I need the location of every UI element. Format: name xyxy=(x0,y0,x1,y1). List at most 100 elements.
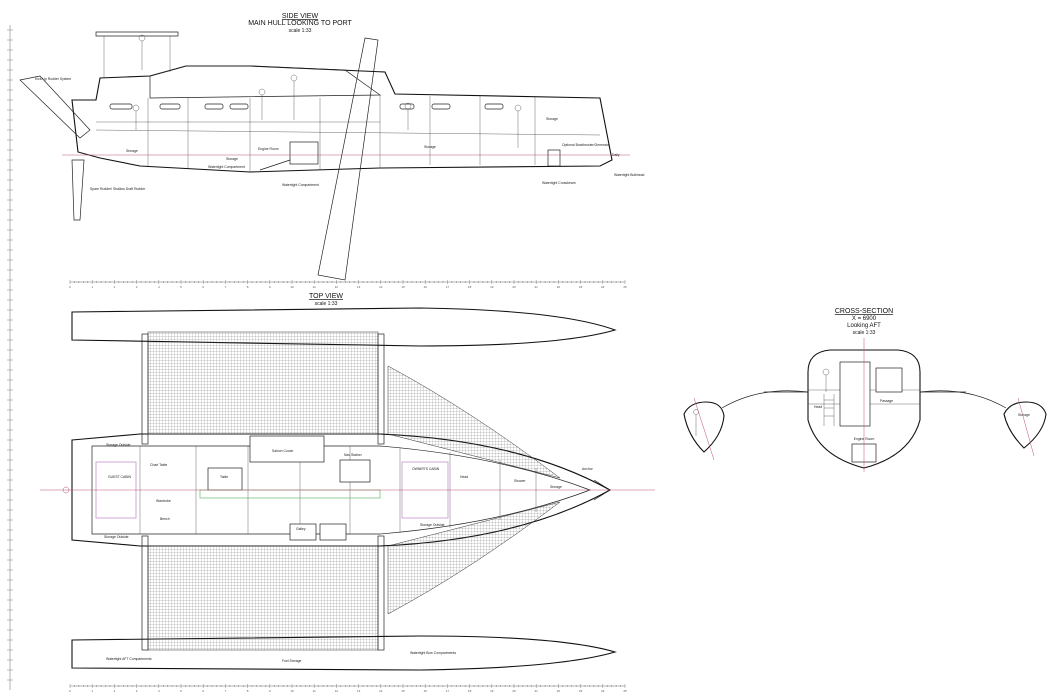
label-optional-pod: Optional Bowthruster/Generator xyxy=(562,143,611,147)
scale-tick-label: 24 xyxy=(601,285,605,289)
label-kick-up-rudder: Kick-Up Rudder System xyxy=(35,77,71,81)
scale-tick-label: 4 xyxy=(158,285,160,289)
side-rudder xyxy=(71,159,85,221)
label-anchor: Anchor xyxy=(582,467,594,471)
scale-tick-label: 15 xyxy=(401,689,405,693)
side-bulkheads xyxy=(147,95,536,172)
label-storage-mid: Storage xyxy=(226,157,238,161)
scale-tick-label: 24 xyxy=(601,689,605,693)
cross-stbd-beam xyxy=(919,390,1007,409)
label-spare-rudder: Spare Rudder/ Shallow Draft Rudder xyxy=(90,187,146,191)
label-nav-station: Nav Station xyxy=(344,453,362,457)
cross-port-float xyxy=(683,401,725,453)
scale-tick-label: 18 xyxy=(468,689,472,693)
top-saloon-table xyxy=(207,467,243,491)
label-storage-inside: Storage Outside xyxy=(420,523,445,527)
scale-tick-label: 5 xyxy=(180,285,182,289)
scale-tick-label: 12 xyxy=(335,689,339,693)
cross-main-hull xyxy=(807,349,921,469)
cross-section-drawing: Engine Room Storage Head Passage xyxy=(683,338,1047,472)
side-view-subtitle: MAIN HULL LOOKING TO PORT xyxy=(248,20,352,27)
side-hull-outline xyxy=(71,65,613,173)
scale-tick-label: 20 xyxy=(512,689,516,693)
scale-tick-label: 21 xyxy=(535,285,539,289)
label-table: Table xyxy=(220,475,228,479)
label-chart-table: Chart Table xyxy=(150,463,167,467)
top-nav-station xyxy=(339,459,371,483)
label-owners-cabin: OWNER'S CABIN xyxy=(412,467,440,471)
scale-tick-label: 14 xyxy=(379,285,383,289)
cross-section-title: CROSS-SECTION xyxy=(835,308,893,315)
scale-tick-label: 22 xyxy=(557,285,561,289)
top-port-float xyxy=(71,307,617,347)
side-bimini xyxy=(95,31,179,37)
top-saloon-couch xyxy=(249,435,325,463)
label-shower: Shower xyxy=(514,479,526,483)
label-storage-aft: Storage xyxy=(126,149,138,153)
side-figures xyxy=(132,34,522,148)
top-galley-sink xyxy=(319,523,347,541)
label-watertight-crossbeam: Watertight Crossbeam xyxy=(542,181,576,185)
scale-tick-label: 8 xyxy=(247,689,249,693)
label-fuel-storage: Fuel Storage xyxy=(282,659,302,663)
top-bow-fitting xyxy=(593,479,611,501)
scale-tick-label: 20 xyxy=(512,285,516,289)
scale-tick-label: 0 xyxy=(69,285,71,289)
scale-tick-label: 3 xyxy=(136,689,138,693)
side-engine xyxy=(289,141,319,165)
top-view-scale: scale 1:33 xyxy=(315,301,338,307)
side-portholes xyxy=(109,103,504,110)
label-daily: Daily xyxy=(612,153,620,157)
cross-section-x: X = 6900 xyxy=(852,316,877,322)
scale-tick-label: 6 xyxy=(202,689,204,693)
cross-section-looking: Looking AFT xyxy=(847,323,881,329)
scale-tick-label: 0 xyxy=(69,689,71,693)
side-view-drawing: Kick-Up Rudder System Storage Spare Rudd… xyxy=(19,31,645,281)
scale-tick-label: 25 xyxy=(623,285,627,289)
scale-tick-label: 9 xyxy=(269,285,271,289)
label-storage-bow-top: Storage xyxy=(550,485,562,489)
scale-tick-label: 1 xyxy=(91,689,93,693)
cross-section-scale: scale 1:33 xyxy=(853,330,876,336)
scale-tick-label: 15 xyxy=(401,285,405,289)
label-cross-storage: Storage xyxy=(1018,413,1030,417)
label-guest-cabin: GUEST CABIN xyxy=(108,475,131,479)
scale-tick-label: 14 xyxy=(379,689,383,693)
scale-tick-label: 6 xyxy=(202,285,204,289)
scale-tick-label: 2 xyxy=(114,689,116,693)
cross-storage-locker xyxy=(875,367,903,393)
scale-tick-label: 12 xyxy=(335,285,339,289)
scale-tick-label: 4 xyxy=(158,689,160,693)
label-head: Head xyxy=(460,475,468,479)
scale-tick-label: 2 xyxy=(114,285,116,289)
scale-tick-label: 1 xyxy=(91,285,93,289)
label-cross-head: Head xyxy=(814,405,822,409)
cross-section-title-block: CROSS-SECTION X = 6900 Looking AFT scale… xyxy=(835,308,893,336)
side-view-title-block: SIDE VIEW MAIN HULL LOOKING TO PORT scal… xyxy=(248,13,352,34)
cross-ladder xyxy=(823,394,835,426)
top-view-title: TOP VIEW xyxy=(309,293,343,300)
scale-tick-label: 21 xyxy=(535,689,539,693)
scale-tick-label: 22 xyxy=(557,689,561,693)
scale-tick-label: 16 xyxy=(424,285,428,289)
label-cross-passage: Passage xyxy=(880,399,893,403)
scale-tick-label: 13 xyxy=(357,285,361,289)
side-view-scale: scale 1:33 xyxy=(289,28,312,34)
side-bow-pod xyxy=(547,149,561,167)
cross-port-beam xyxy=(721,390,809,409)
label-watertight-bulkhead: Watertight Bulkhead xyxy=(614,173,645,177)
scale-tick-label: 25 xyxy=(623,689,627,693)
side-daggerboard xyxy=(317,37,379,281)
scale-tick-label: 10 xyxy=(290,689,294,693)
label-galley: Galley xyxy=(296,527,306,531)
scale-tick-label: 11 xyxy=(313,285,316,289)
scale-tick-label: 7 xyxy=(225,285,227,289)
top-trampoline-nets xyxy=(147,331,561,651)
cross-doorway xyxy=(839,361,871,427)
label-watertight-bow: Watertight Bow Compartments xyxy=(410,651,456,655)
label-cross-engine-room: Engine Room xyxy=(854,437,875,441)
label-engine-room: Engine Room xyxy=(258,147,279,151)
scale-tick-label: 10 xyxy=(290,285,294,289)
